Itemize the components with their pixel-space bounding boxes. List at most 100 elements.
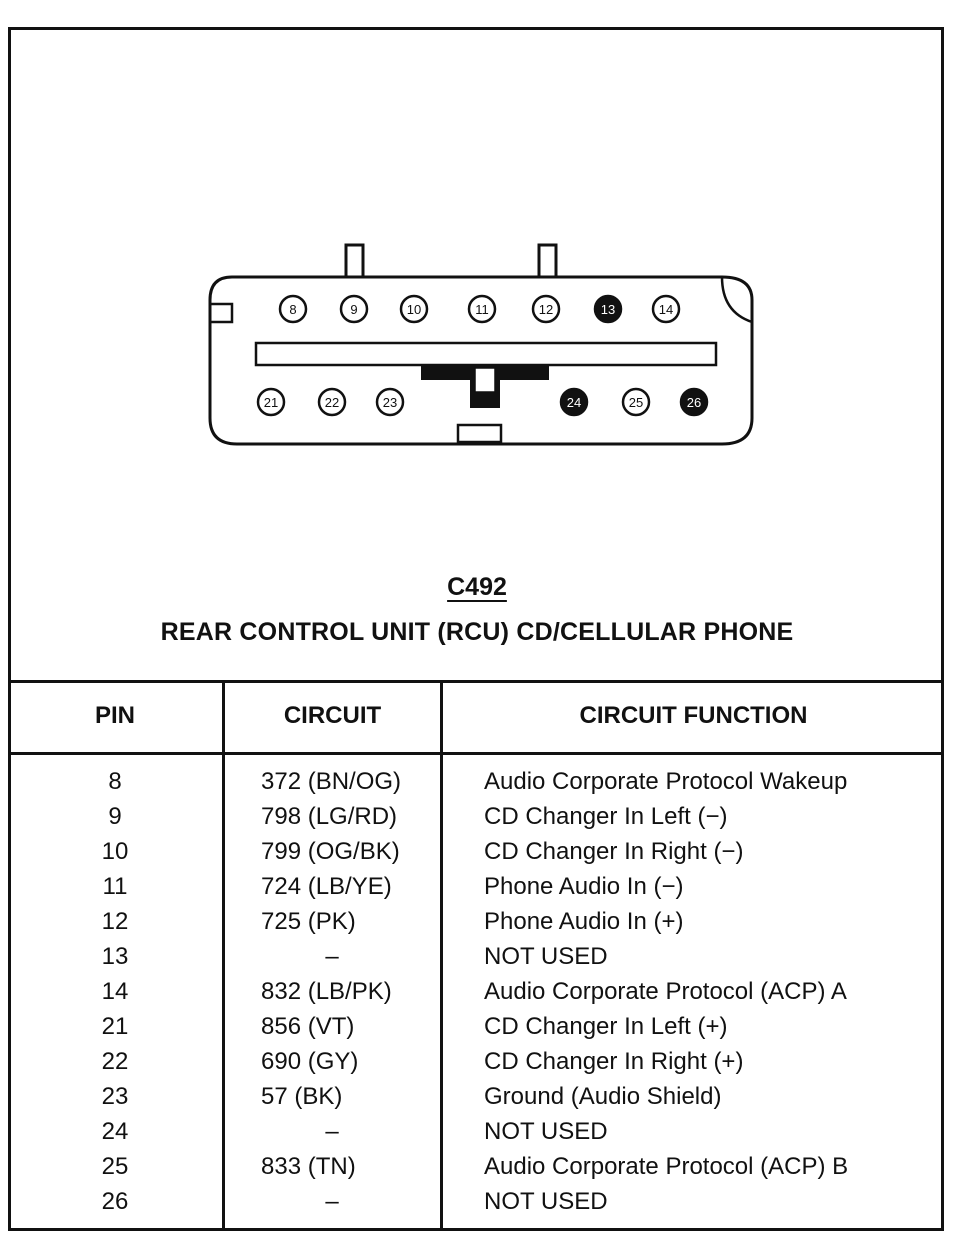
pin-socket [278, 294, 308, 324]
table-row: 24 – NOT USED [8, 1114, 944, 1149]
connector-id-text: C492 [447, 573, 507, 601]
pin-number-cell: 9 [108, 803, 122, 830]
connector-key [421, 366, 549, 408]
table-row: 10 799 (OG/BK) CD Changer In Right (−) [8, 834, 944, 869]
pin-socket [621, 387, 651, 417]
table-row: 13 – NOT USED [8, 939, 944, 974]
pin-22: 22 [317, 387, 347, 417]
pin-number-cell: 25 [101, 1153, 129, 1180]
pin-label: 11 [475, 302, 489, 317]
function-cell: CD Changer In Right (−) [484, 838, 744, 865]
pin-number-cell: 23 [101, 1083, 129, 1110]
pin-socket [256, 387, 286, 417]
pin-13: 13 [593, 294, 623, 324]
pin-socket [317, 387, 347, 417]
pin-label: 14 [659, 302, 673, 317]
circuit-cell: 798 (LG/RD) [261, 803, 398, 830]
pin-24: 24 [559, 387, 589, 417]
table-row: 8 372 (BN/OG) Audio Corporate Protocol Wak… [8, 764, 944, 799]
connector-name: REAR CONTROL UNIT (RCU) CD/CELLULAR PHON… [160, 618, 794, 646]
function-cell: NOT USED [484, 1188, 608, 1215]
pin-socket-unused [679, 387, 709, 417]
pin-table: PIN CIRCUIT CIRCUIT FUNCTION 8 372 (BN/OG… [8, 680, 944, 1231]
connector-id: C492 [0, 573, 954, 602]
pin-11: 11 [467, 294, 497, 324]
pin-21: 21 [256, 387, 286, 417]
pin-socket [467, 294, 497, 324]
column-divider [440, 680, 443, 1231]
pin-number-cell: 12 [101, 908, 129, 935]
pin-label: 10 [407, 302, 421, 317]
circuit-cell: 57 (BK) [261, 1083, 343, 1110]
circuit-cell: 833 (TN) [261, 1153, 356, 1180]
pin-label: 22 [325, 395, 339, 410]
circuit-cell: 856 (VT) [261, 1013, 355, 1040]
circuit-cell: 725 (PK) [261, 908, 356, 935]
circuit-cell: – [325, 1118, 339, 1145]
pin-number-cell: 13 [101, 943, 129, 970]
pin-23: 23 [375, 387, 405, 417]
column-divider [222, 680, 225, 1231]
pin-socket [339, 294, 369, 324]
pin-socket-unused [593, 294, 623, 324]
circuit-cell: 724 (LB/YE) [261, 873, 392, 900]
table-row: 25 833 (TN) Audio Corporate Protocol (ACP)… [8, 1149, 944, 1184]
table-row: 26 – NOT USED [8, 1184, 944, 1219]
pin-14: 14 [651, 294, 681, 324]
circuit-cell: 799 (OG/BK) [261, 838, 400, 865]
pin-10: 10 [399, 294, 429, 324]
function-cell: Audio Corporate Protocol (ACP) B [484, 1153, 849, 1180]
pin-label: 9 [350, 302, 357, 317]
pin-socket [531, 294, 561, 324]
pin-26: 26 [679, 387, 709, 417]
pin-label: 23 [383, 395, 397, 410]
pin-label: 24 [567, 395, 581, 410]
pin-label: 25 [629, 395, 643, 410]
pin-socket [375, 387, 405, 417]
circuit-cell: 372 (BN/OG) [261, 768, 402, 795]
function-cell: CD Changer In Right (+) [484, 1048, 744, 1075]
pin-row-top: 8 9 10 11 12 13 14 [278, 294, 681, 324]
pin-25: 25 [621, 387, 651, 417]
pin-9: 9 [339, 294, 369, 324]
circuit-cell: 832 (LB/PK) [261, 978, 392, 1005]
connector-body [208, 243, 754, 446]
pin-socket [651, 294, 681, 324]
pin-8: 8 [278, 294, 308, 324]
table-body: 8 372 (BN/OG) Audio Corporate Protocol Wak… [8, 764, 944, 1219]
function-cell: NOT USED [484, 1118, 608, 1145]
pin-number-cell: 14 [101, 978, 129, 1005]
pin-number-cell: 22 [101, 1048, 129, 1075]
pin-number-cell: 8 [108, 768, 122, 795]
pin-label: 13 [601, 302, 615, 317]
function-cell: Audio Corporate Protocol Wakeup [484, 768, 848, 795]
pin-label: 12 [539, 302, 553, 317]
circuit-cell: – [325, 943, 339, 970]
pin-number-cell: 26 [101, 1188, 129, 1215]
pin-12: 12 [531, 294, 561, 324]
header-pin: PIN [94, 702, 135, 729]
circuit-cell: – [325, 1188, 339, 1215]
table-row: 9 798 (LG/RD) CD Changer In Left (−) [8, 799, 944, 834]
pin-label: 8 [289, 302, 296, 317]
function-cell: Audio Corporate Protocol (ACP) A [484, 978, 847, 1005]
pin-socket-unused [559, 387, 589, 417]
pin-number-cell: 10 [101, 838, 129, 865]
header-circuit: CIRCUIT [283, 702, 382, 729]
pin-label: 26 [687, 395, 701, 410]
header-function: CIRCUIT FUNCTION [579, 702, 808, 729]
pin-row-bottom: 21 22 23 24 25 26 [256, 387, 709, 417]
pin-label: 21 [264, 395, 278, 410]
diagram-frame [8, 27, 944, 1231]
pin-number-cell: 24 [101, 1118, 129, 1145]
function-cell: Phone Audio In (−) [484, 873, 684, 900]
function-cell: NOT USED [484, 943, 608, 970]
table-top-rule [8, 680, 944, 683]
pin-socket [399, 294, 429, 324]
function-cell: CD Changer In Left (−) [484, 803, 728, 830]
header-rule [8, 752, 944, 755]
